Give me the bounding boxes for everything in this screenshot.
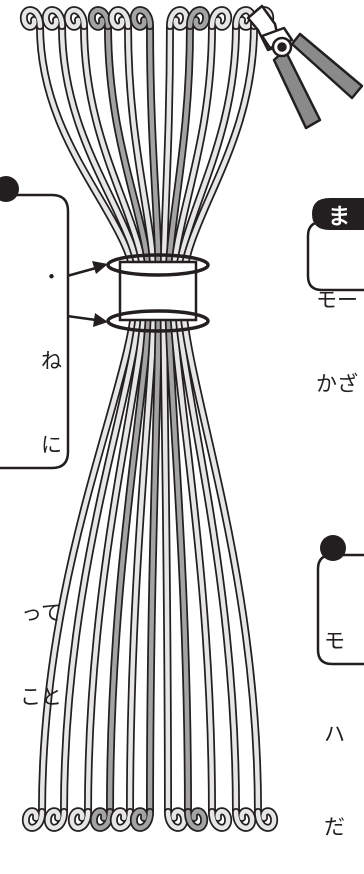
wire-fill	[209, 809, 231, 830]
right-top-callout-tag-label: ま	[328, 205, 351, 230]
wire-fill	[89, 8, 111, 29]
left-callout-line: って	[21, 601, 62, 625]
wire-fill	[233, 809, 255, 830]
right-top-callout-text: モー かざ	[316, 230, 364, 426]
left-callout-text: ・ ね に って こと	[0, 207, 62, 739]
wire-fill	[255, 809, 277, 830]
right-bottom-callout-text: モ ハ だ	[324, 564, 364, 874]
right-bottom-callout-line: ハ	[324, 722, 345, 746]
arrow-right-icon	[66, 261, 108, 278]
arrow-right-icon	[66, 313, 108, 327]
wire-fill	[209, 8, 231, 29]
wire-fill	[45, 809, 67, 830]
wire-fill	[109, 8, 131, 29]
wire-fill	[187, 8, 209, 29]
wire-fill	[69, 809, 91, 830]
wire-fill	[43, 8, 65, 29]
left-callout-badge	[0, 176, 19, 202]
wire-fill	[111, 809, 133, 830]
right-top-callout-line: かざ	[316, 372, 358, 396]
band-ring-top	[106, 253, 210, 277]
wire-fill	[23, 809, 45, 830]
left-callout-line: に	[41, 433, 62, 457]
right-bottom-callout-line: モ	[324, 629, 345, 653]
right-bottom-callout-badge	[320, 535, 346, 561]
band-ring-bottom	[106, 309, 210, 333]
left-callout-line: ・	[41, 265, 62, 289]
wire-cutter-icon	[246, 4, 364, 130]
wire-fill	[167, 8, 189, 29]
right-top-callout-line: モー	[316, 288, 358, 312]
right-top-callout-tag	[312, 198, 364, 230]
left-callout	[0, 176, 70, 470]
wire-fill	[21, 8, 43, 29]
wire-fill	[131, 809, 153, 830]
left-callout-line: こと	[20, 685, 62, 709]
right-bottom-callout	[316, 535, 364, 666]
left-callout-line	[0, 515, 62, 543]
wire-fill	[185, 809, 207, 830]
wire-fill	[165, 809, 187, 830]
wire-fill	[91, 809, 113, 830]
wire-fill	[65, 8, 87, 29]
right-bottom-callout-line: だ	[324, 815, 345, 839]
right-top-callout	[306, 198, 364, 292]
left-callout-line: ね	[41, 349, 62, 373]
wire-bundle-diagram	[0, 4, 364, 832]
wire-fill	[131, 8, 153, 29]
binding-band	[106, 253, 210, 333]
